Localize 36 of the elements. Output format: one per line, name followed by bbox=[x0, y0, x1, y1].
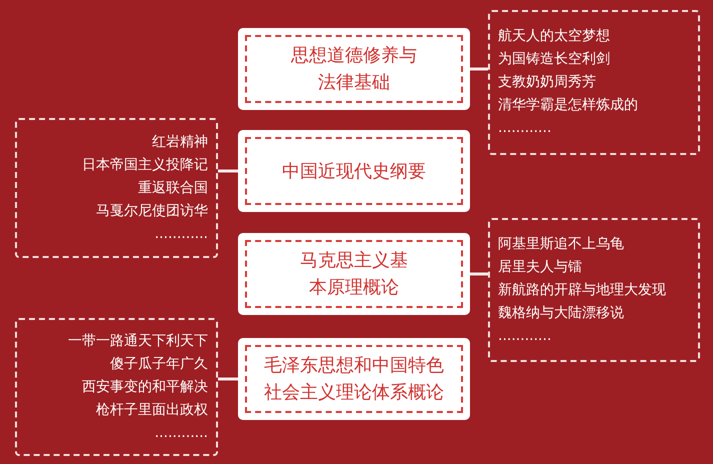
course-box bbox=[238, 233, 470, 315]
list-item: 日本帝国主义投降记 bbox=[81, 156, 208, 174]
example-list-box bbox=[15, 318, 218, 456]
connector-line bbox=[470, 272, 488, 276]
course-title: 马克思主义基本原理概论 bbox=[298, 249, 409, 300]
list-item: 傻子瓜子年广久 bbox=[109, 354, 208, 374]
connector-line bbox=[470, 68, 488, 70]
course-title: 中国近现代史纲要 bbox=[281, 160, 427, 184]
list-item: 阿基里斯追不上乌龟 bbox=[498, 234, 625, 254]
list-item: 支教奶奶周秀芳 bbox=[498, 73, 597, 92]
list-item: 马戛尔尼使团访华 bbox=[95, 202, 208, 220]
course-title: 毛泽东思想和中国特色社会主义理论体系概论 bbox=[263, 354, 445, 405]
list-item: 红岩精神 bbox=[151, 132, 208, 152]
list-item: 为国铸造长空利剑 bbox=[498, 50, 611, 69]
list-item: 西安事变的和平解决 bbox=[81, 378, 208, 396]
list-item: ............ bbox=[498, 119, 552, 138]
list-item: ............ bbox=[154, 424, 208, 442]
list-item: 魏格纳与大陆漂移说 bbox=[498, 304, 625, 322]
connector-line bbox=[218, 170, 238, 172]
list-item: 枪杆子里面出政权 bbox=[95, 400, 208, 420]
list-item: 一带一路通天下利天下 bbox=[67, 332, 208, 350]
list-item: 清华学霸是怎样炼成的 bbox=[498, 96, 639, 115]
course-box bbox=[238, 28, 470, 110]
list-item: ............ bbox=[498, 326, 552, 346]
course-title: 思想道德修养与法律基础 bbox=[290, 44, 418, 95]
course-box bbox=[238, 130, 470, 212]
course-box bbox=[238, 338, 470, 420]
example-list-box bbox=[15, 118, 218, 258]
list-item: ............ bbox=[154, 224, 208, 244]
list-item: 航天人的太空梦想 bbox=[498, 27, 611, 46]
list-item: 居里夫人与镭 bbox=[498, 258, 583, 276]
example-list-box bbox=[488, 10, 700, 155]
connector-line bbox=[218, 378, 238, 380]
list-item: 新航路的开辟与地理大发现 bbox=[498, 280, 667, 300]
example-list-box bbox=[488, 218, 700, 362]
list-item: 重返联合国 bbox=[137, 178, 208, 198]
